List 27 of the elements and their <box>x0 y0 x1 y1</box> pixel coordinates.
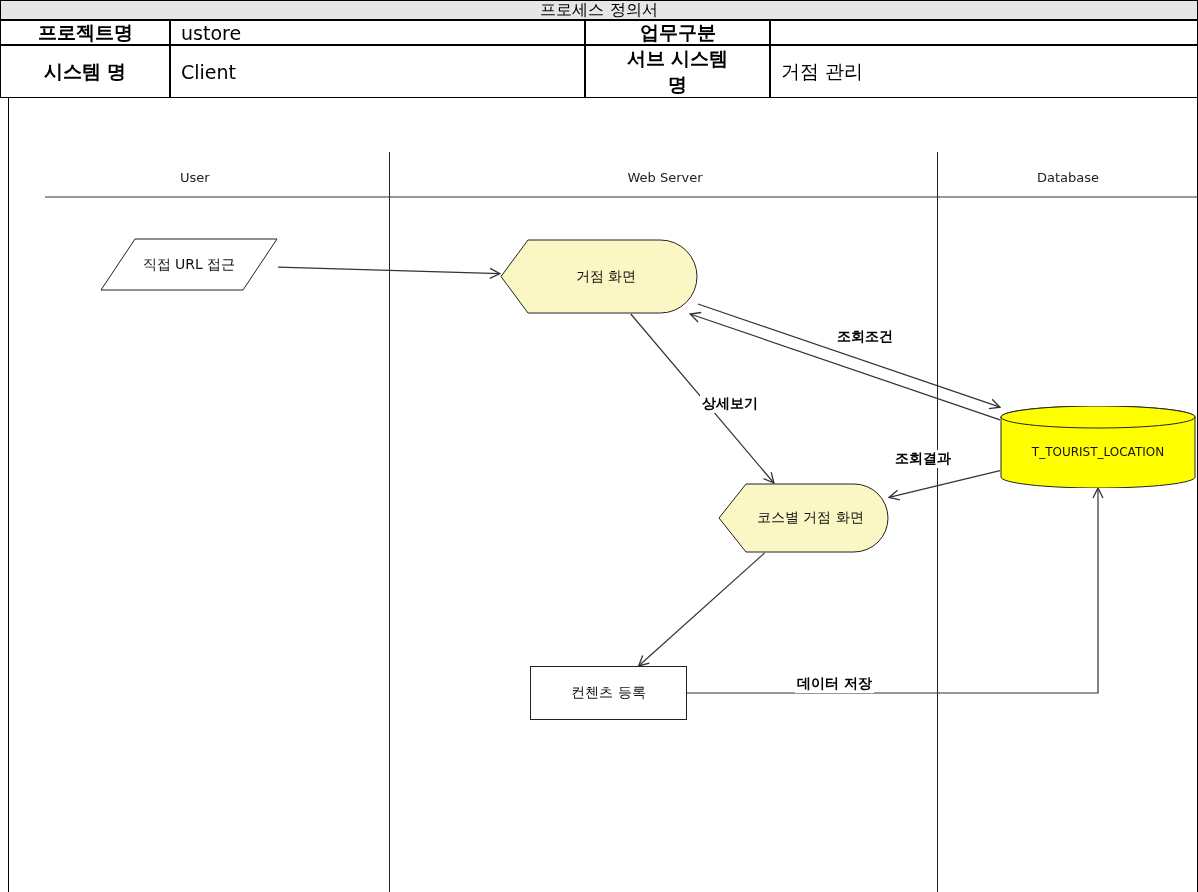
edge-label: 조회결과 <box>893 450 953 468</box>
table-cell: 시스템 명 <box>0 45 170 98</box>
table-title-cell: 프로세스 정의서 <box>0 0 1198 20</box>
lane-header: User <box>180 170 210 185</box>
table-cell: ustore <box>170 20 585 45</box>
input-parallelogram: 직접 URL 접근 <box>100 238 278 291</box>
lane-header: Database <box>1037 170 1100 185</box>
database-cylinder: T_TOURIST_LOCATION <box>1000 406 1196 488</box>
display-shape: 코스별 거점 화면 <box>718 483 889 553</box>
arrow <box>686 487 1104 694</box>
arrow <box>697 303 1001 410</box>
process-box: 컨첸츠 등록 <box>530 666 687 720</box>
table-cell: 업무구분 <box>585 20 770 45</box>
arrow <box>277 266 501 279</box>
table-cell: 프로젝트명 <box>0 20 170 45</box>
arrow <box>637 552 766 667</box>
display-shape: 거점 화면 <box>500 239 698 314</box>
table-cell: 서브 시스템 명 <box>585 45 770 98</box>
edge-label: 상세보기 <box>700 395 760 413</box>
table-cell: Client <box>170 45 585 98</box>
arrow <box>630 313 775 484</box>
table-cell: 거점 관리 <box>770 45 1198 98</box>
arrow <box>689 311 1001 421</box>
edge-label: 조회조건 <box>835 328 895 346</box>
lane-header: Web Server <box>627 170 703 185</box>
arrow <box>888 470 1001 501</box>
edge-label: 데이터 저장 <box>795 675 874 693</box>
